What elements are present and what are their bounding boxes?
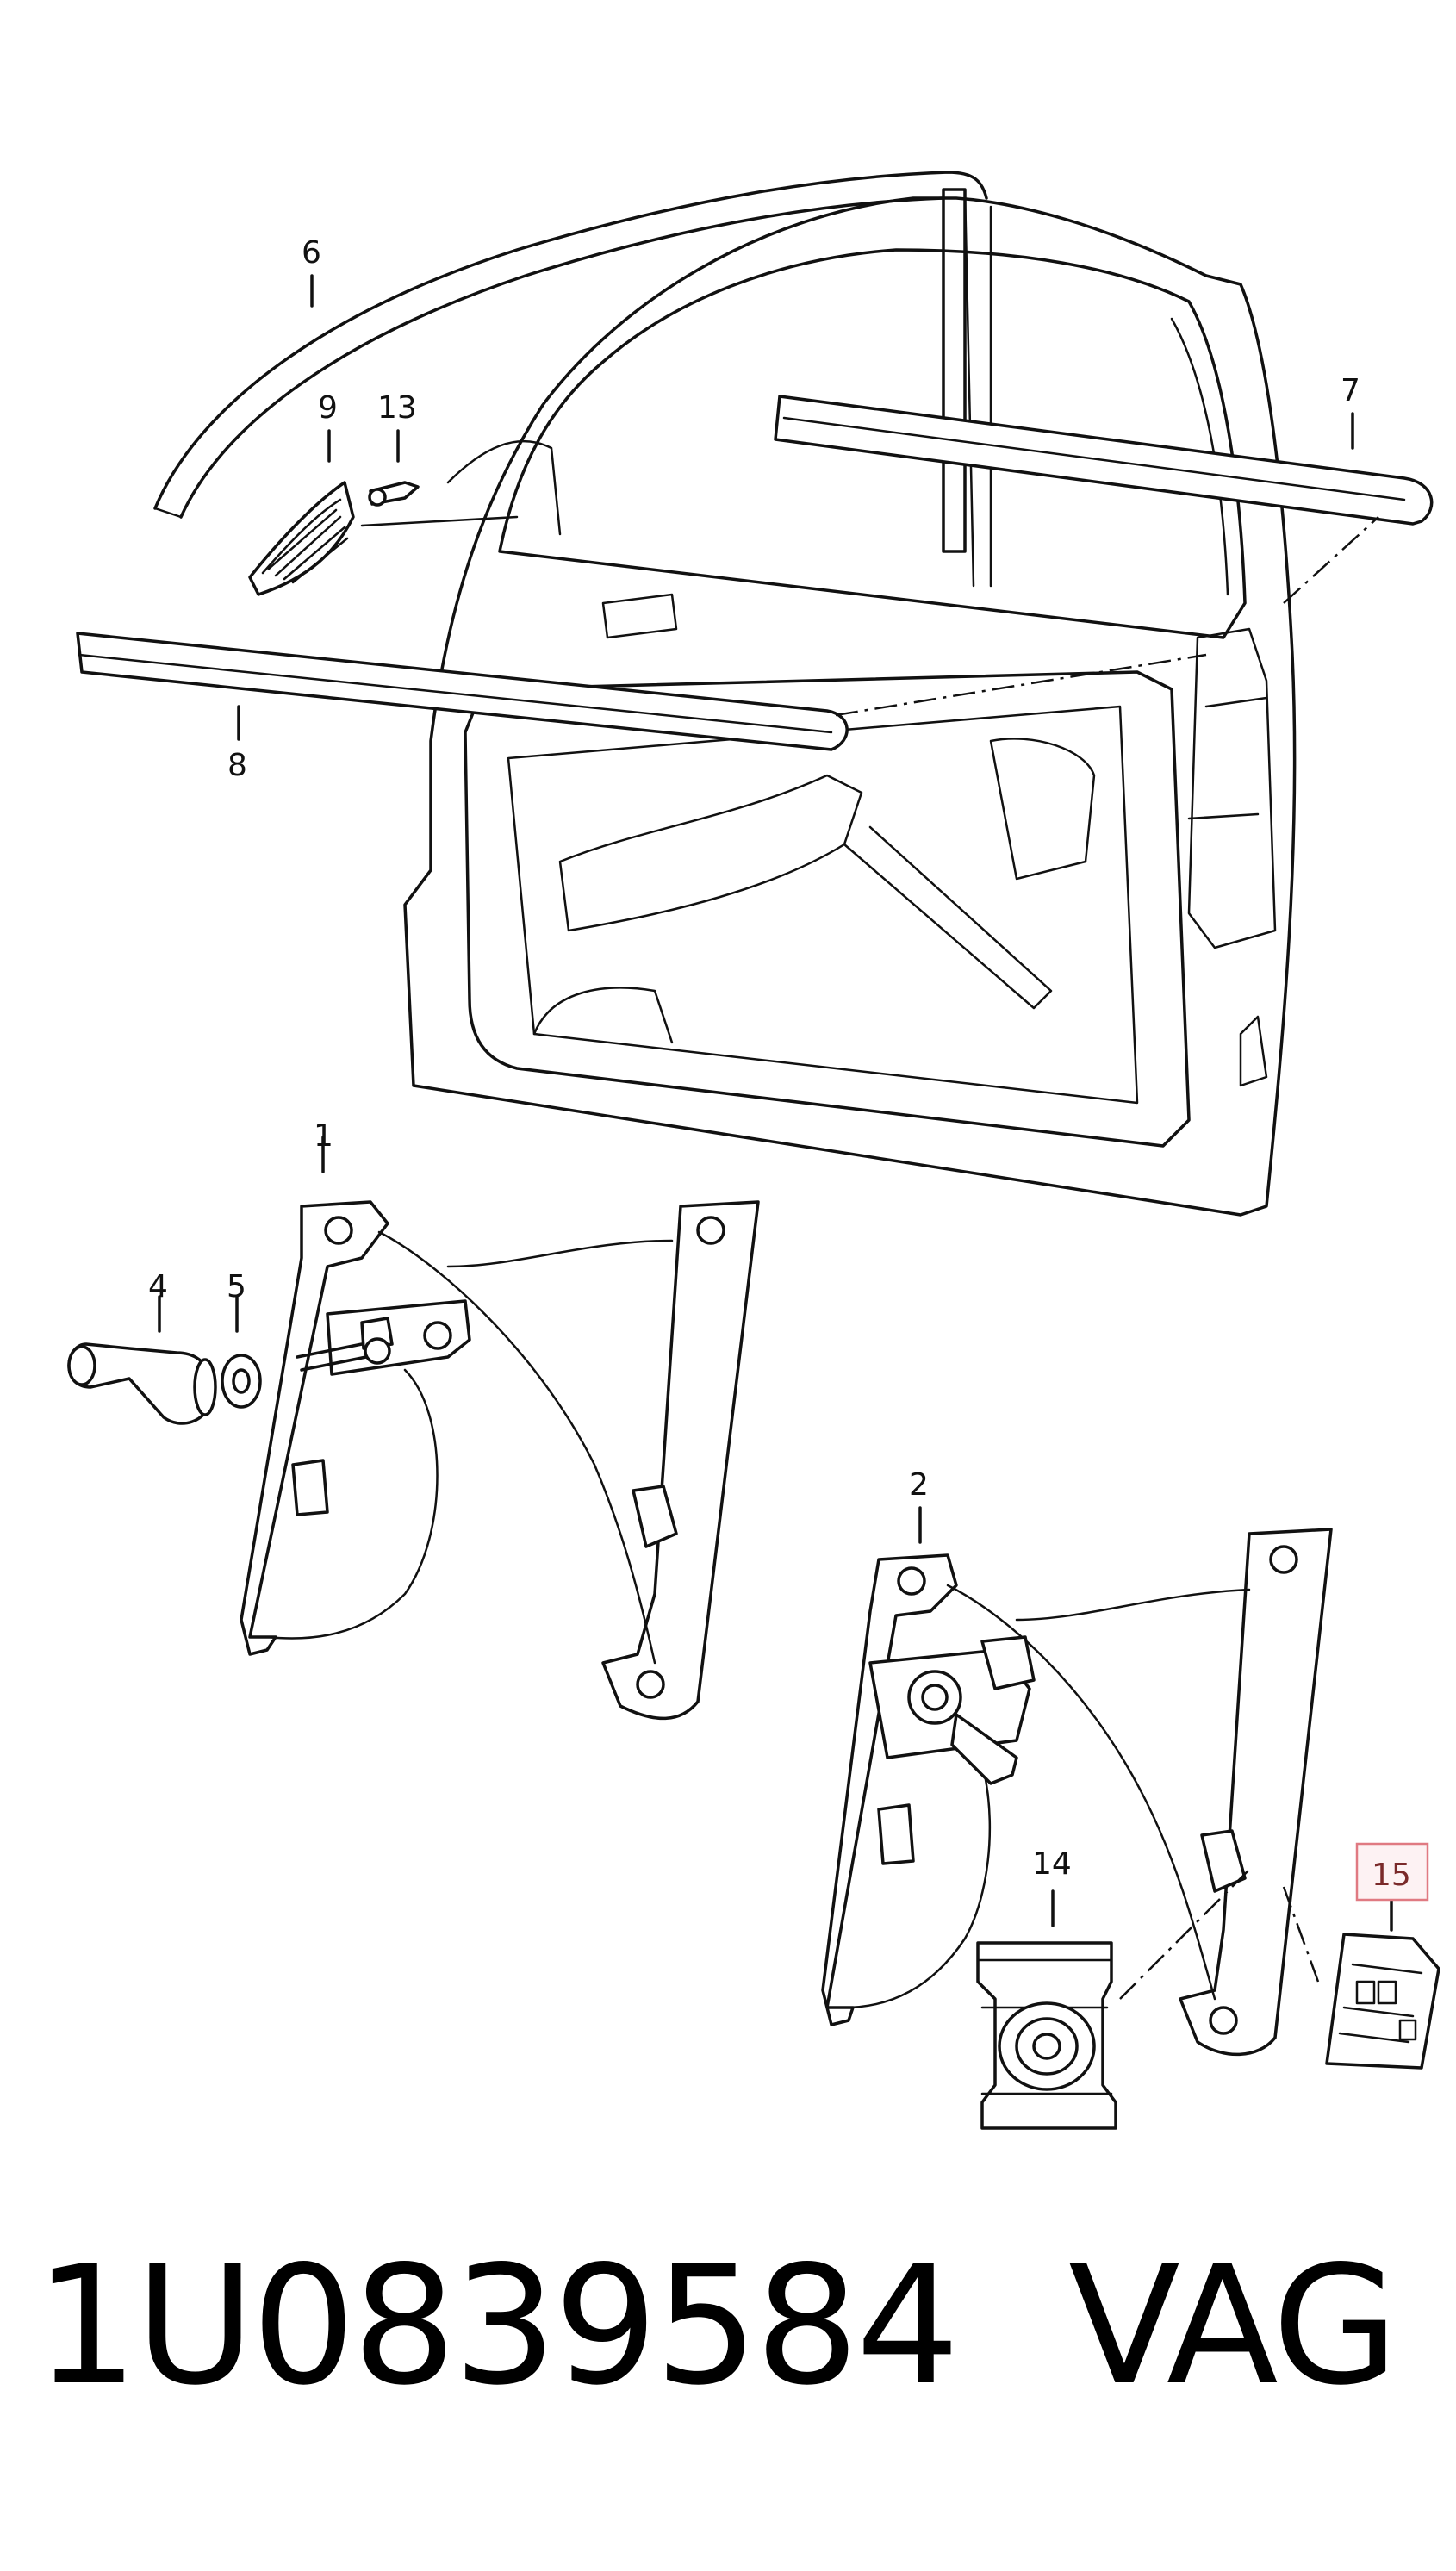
grille-cover-9: [248, 481, 355, 596]
part-number-footer: 1U0839584 VAG: [34, 2240, 1430, 2412]
window-strip-8: [76, 632, 849, 751]
regulator-shaft: [296, 1337, 391, 1372]
leader-lines-top: [237, 274, 1379, 741]
label-8: 8: [227, 748, 247, 783]
leader-lines-lower: [918, 1506, 1393, 2000]
label-6: 6: [302, 235, 321, 271]
leader-lines-mid: [158, 1136, 325, 1333]
window-strip-7: [774, 395, 1434, 526]
window-regulator-2: [821, 1528, 1333, 2057]
washer-5: [221, 1354, 262, 1409]
label-15-highlight-box: [1355, 1842, 1429, 1902]
label-13: 13: [377, 390, 417, 426]
label-2: 2: [909, 1467, 929, 1503]
crank-handle-4: [67, 1342, 217, 1425]
door-seal-6: [153, 171, 992, 588]
label-15: 15: [1372, 1858, 1411, 1893]
motor-cap-14: [976, 1941, 1117, 2130]
clip-13: [368, 481, 420, 507]
label-1: 1: [314, 1118, 333, 1154]
connector-15: [1325, 1933, 1440, 2070]
part-number: 1U0839584: [34, 2231, 960, 2421]
brand-name: VAG: [1068, 2231, 1399, 2421]
label-14: 14: [1032, 1846, 1072, 1882]
window-regulator-1: [240, 1200, 760, 1721]
label-5: 5: [227, 1269, 246, 1304]
label-7: 7: [1341, 373, 1360, 408]
label-9: 9: [318, 390, 338, 426]
label-4: 4: [148, 1269, 168, 1304]
